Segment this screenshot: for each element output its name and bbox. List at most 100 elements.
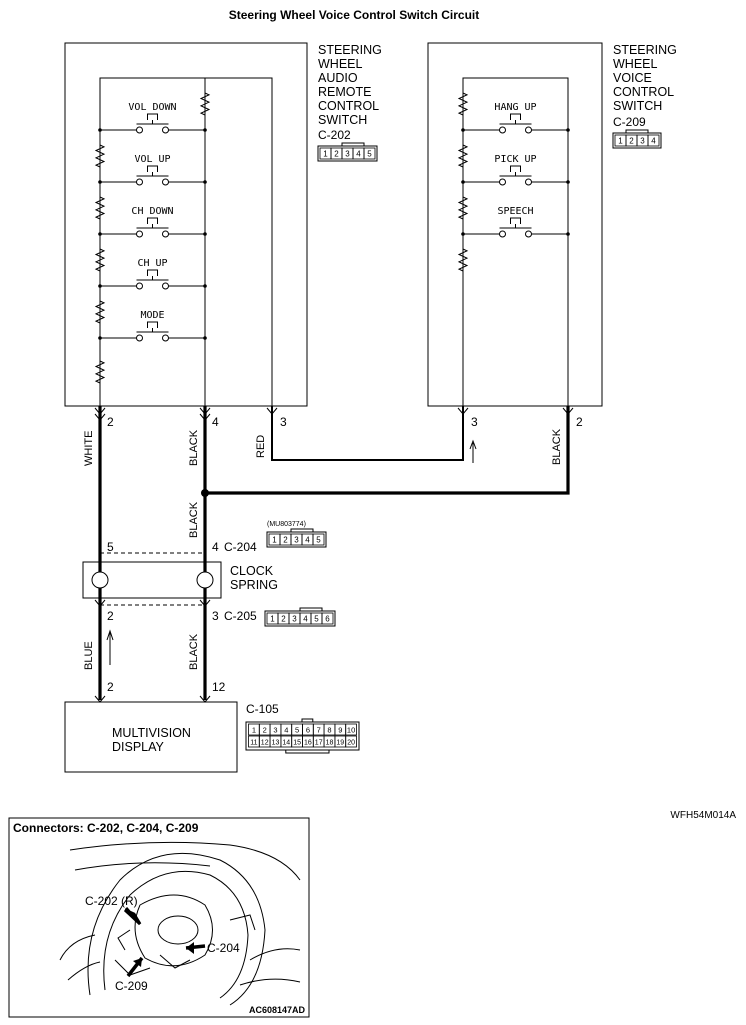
- voice-switch-label-5: SWITCH: [613, 99, 662, 113]
- audio-resistor-2: [94, 182, 106, 234]
- audio-switch-ch-up-label: CH UP: [137, 258, 167, 269]
- c105-pin-18: 18: [326, 740, 334, 747]
- c105-pin-19: 19: [336, 740, 344, 747]
- voice-switch-label-1: STEERING: [613, 43, 677, 57]
- c105-pin-6: 6: [306, 726, 310, 735]
- c105-pin-13: 13: [272, 740, 280, 747]
- voice-switch-label-2: WHEEL: [613, 57, 658, 71]
- clock-spring-label-1: CLOCK: [230, 564, 274, 578]
- voice-switch-pick-up-label: PICK UP: [494, 154, 536, 165]
- c105-pin-5: 5: [295, 726, 299, 735]
- steering-wheel-illustration: [59, 841, 301, 1006]
- audio-switch-inner-frame: [99, 77, 273, 407]
- inset-label-c202: C-202 (R): [85, 894, 138, 908]
- wire-label-blue: BLUE: [83, 641, 95, 670]
- voice-switch-label-3: VOICE: [613, 71, 652, 85]
- c204-pin-5: 5: [316, 536, 321, 545]
- connector-location-inset: Connectors: C-202, C-204, C-209 C-202 (R…: [8, 817, 310, 1018]
- inset-label-c204: C-204: [207, 941, 240, 955]
- c105-pin-17: 17: [315, 740, 323, 747]
- voice-control-switch: HANG UP PICK UP SPEECH STEERING WHEEL VOIC…: [427, 42, 677, 407]
- diagram-code: WFH54M014A: [670, 810, 736, 821]
- c202-pin-3: 3: [345, 150, 350, 159]
- audio-resistor-3: [94, 234, 106, 286]
- c105-pin-8: 8: [327, 726, 331, 735]
- clock-spring: CLOCK SPRING: [82, 552, 278, 607]
- audio-switch-vol-up: VOL UP: [100, 154, 207, 186]
- splice-point: [201, 489, 209, 497]
- c105-pin-11: 11: [250, 740, 257, 747]
- clock-spring-pin-4: 4: [212, 540, 219, 554]
- wire-label-black-1: BLACK: [188, 429, 200, 466]
- c105-pin-1: 1: [252, 726, 256, 735]
- voice-switch-label-4: CONTROL: [613, 85, 674, 99]
- black-voice-switch-wire: [205, 406, 570, 495]
- wire-label-red: RED: [255, 435, 267, 458]
- audio-pin-3: 3: [280, 415, 287, 429]
- c202-pin-2: 2: [334, 150, 339, 159]
- c205-pin-4: 4: [303, 615, 308, 624]
- c105-pin-15: 15: [293, 740, 301, 747]
- arrow-c202: [123, 907, 142, 926]
- connector-c204-id: C-204: [224, 540, 257, 554]
- voice-pin-3: 3: [471, 415, 478, 429]
- c105-pin-20: 20: [347, 740, 355, 747]
- audio-pin-2: 2: [107, 415, 114, 429]
- wire-label-black-2: BLACK: [551, 428, 563, 465]
- clock-spring-coil-left: [91, 571, 109, 589]
- audio-resistor-4: [94, 286, 106, 338]
- audio-resistor-top: [199, 78, 211, 130]
- red-wire: [271, 406, 464, 461]
- multivision-display: MULTIVISION DISPLAY: [64, 695, 238, 773]
- audio-switch-vol-down: VOL DOWN: [100, 102, 207, 134]
- voice-switch-connector-id: C-209: [613, 115, 646, 129]
- c204-pin-1: 1: [272, 536, 277, 545]
- voice-switch-hang-up: HANG UP: [463, 102, 570, 134]
- audio-switch-label-2: WHEEL: [318, 57, 363, 71]
- c105-pin-16: 16: [304, 740, 312, 747]
- clock-spring-pin-5: 5: [107, 540, 114, 554]
- audio-switch-box: [64, 42, 308, 407]
- voice-resistor-ladder: [457, 78, 469, 406]
- display-label-1: MULTIVISION: [112, 726, 191, 740]
- display-pin-12: 12: [212, 680, 226, 694]
- wire-label-black-4: BLACK: [188, 633, 200, 670]
- c205-pin-6: 6: [325, 615, 330, 624]
- c204-pin-4: 4: [305, 536, 310, 545]
- audio-switch-vol-up-label: VOL UP: [134, 154, 170, 165]
- audio-resistor-5: [94, 338, 106, 406]
- audio-resistor-1: [94, 130, 106, 182]
- clock-spring-lower-pin-2: 2: [107, 609, 114, 623]
- c209-pin-4: 4: [651, 137, 656, 146]
- clock-spring-lower-pin-3: 3: [212, 609, 219, 623]
- c204-pin-2: 2: [283, 536, 288, 545]
- audio-switch-ch-down: CH DOWN: [100, 206, 207, 238]
- audio-switch-ch-up: CH UP: [100, 258, 207, 290]
- audio-switch-label-6: SWITCH: [318, 113, 367, 127]
- diagram-title: Steering Wheel Voice Control Switch Circ…: [229, 8, 479, 22]
- audio-switch-connector-id: C-202: [318, 128, 351, 142]
- voice-resistor-2: [457, 130, 469, 182]
- c204-pin-3: 3: [294, 536, 299, 545]
- display-label-2: DISPLAY: [112, 740, 165, 754]
- voice-switch-pick-up: PICK UP: [463, 154, 570, 186]
- c105-pin-9: 9: [338, 726, 342, 735]
- c105-pin-7: 7: [317, 726, 321, 735]
- c205-pin-3: 3: [292, 615, 297, 624]
- c105-pin-4: 4: [284, 726, 288, 735]
- c209-pin-1: 1: [618, 137, 623, 146]
- voice-switch-speech: SPEECH: [463, 206, 570, 238]
- audio-switch-label-3: AUDIO: [318, 71, 358, 85]
- c105-pin-3: 3: [273, 726, 277, 735]
- connector-c204-part-no: (MU803774): [267, 521, 306, 528]
- voice-pin-2: 2: [576, 415, 583, 429]
- c205-pin-2: 2: [281, 615, 286, 624]
- inset-frame: [8, 817, 310, 1018]
